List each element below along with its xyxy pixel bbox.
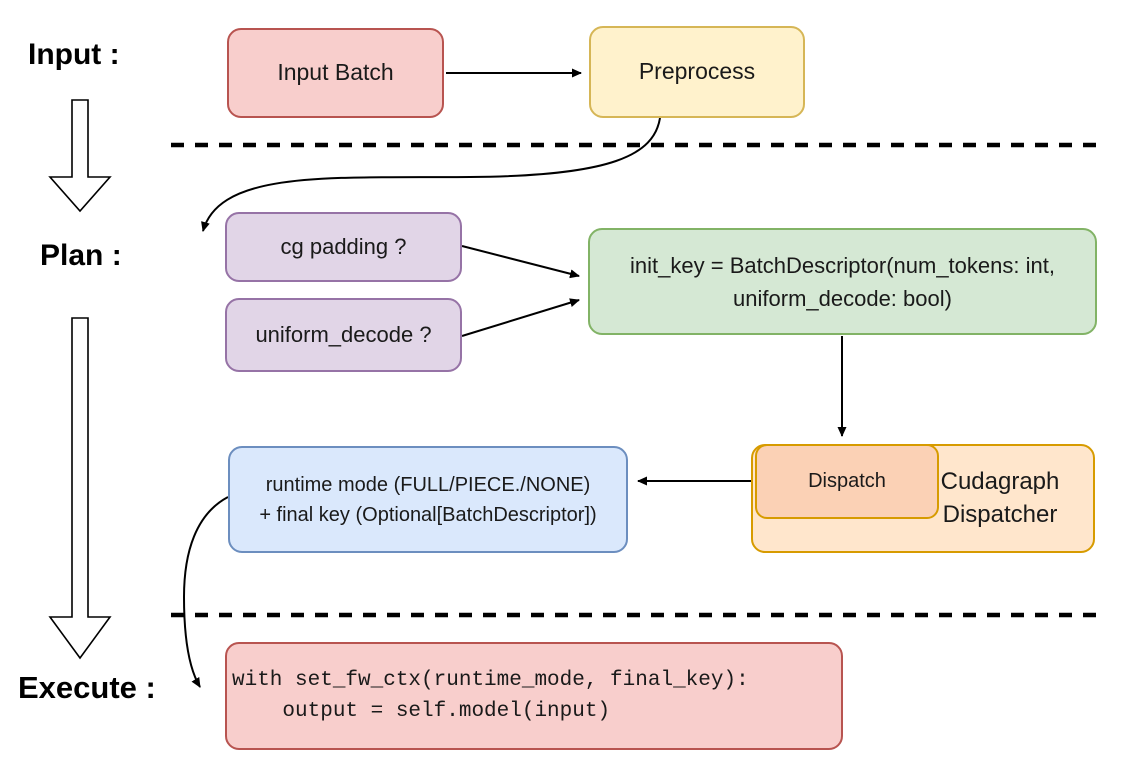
stage-arrow-plan-to-execute [48,317,112,660]
node-preprocess: Preprocess [589,26,805,118]
stage-label-plan: Plan : [40,239,122,272]
node-init-key: init_key = BatchDescriptor(num_tokens: i… [588,228,1097,335]
arrow-preprocess-to-cg-padding [201,117,661,232]
node-uniform-decode: uniform_decode ? [225,298,462,372]
stage-label-execute: Execute : [18,670,156,705]
node-execute-code: with set_fw_ctx(runtime_mode, final_key)… [225,642,843,750]
cudagraph-dispatcher-label: Cudagraph Dispatcher [940,468,1060,528]
arrow-cg-padding-to-init-key [461,245,580,279]
node-dispatch: Dispatch [755,444,939,519]
arrow-uniform-decode-to-init-key [461,298,580,337]
node-input-batch: Input Batch [227,28,444,118]
node-runtime-mode: runtime mode (FULL/PIECE./NONE) + final … [228,446,628,553]
node-cg-padding: cg padding ? [225,212,462,282]
stage-arrow-input-to-plan [48,99,112,213]
node-cudagraph-dispatcher: Dispatch Cudagraph Dispatcher [751,444,1095,553]
stage-label-input: Input : [28,38,120,71]
arrow-runtime-mode-to-execute-code [182,496,229,688]
